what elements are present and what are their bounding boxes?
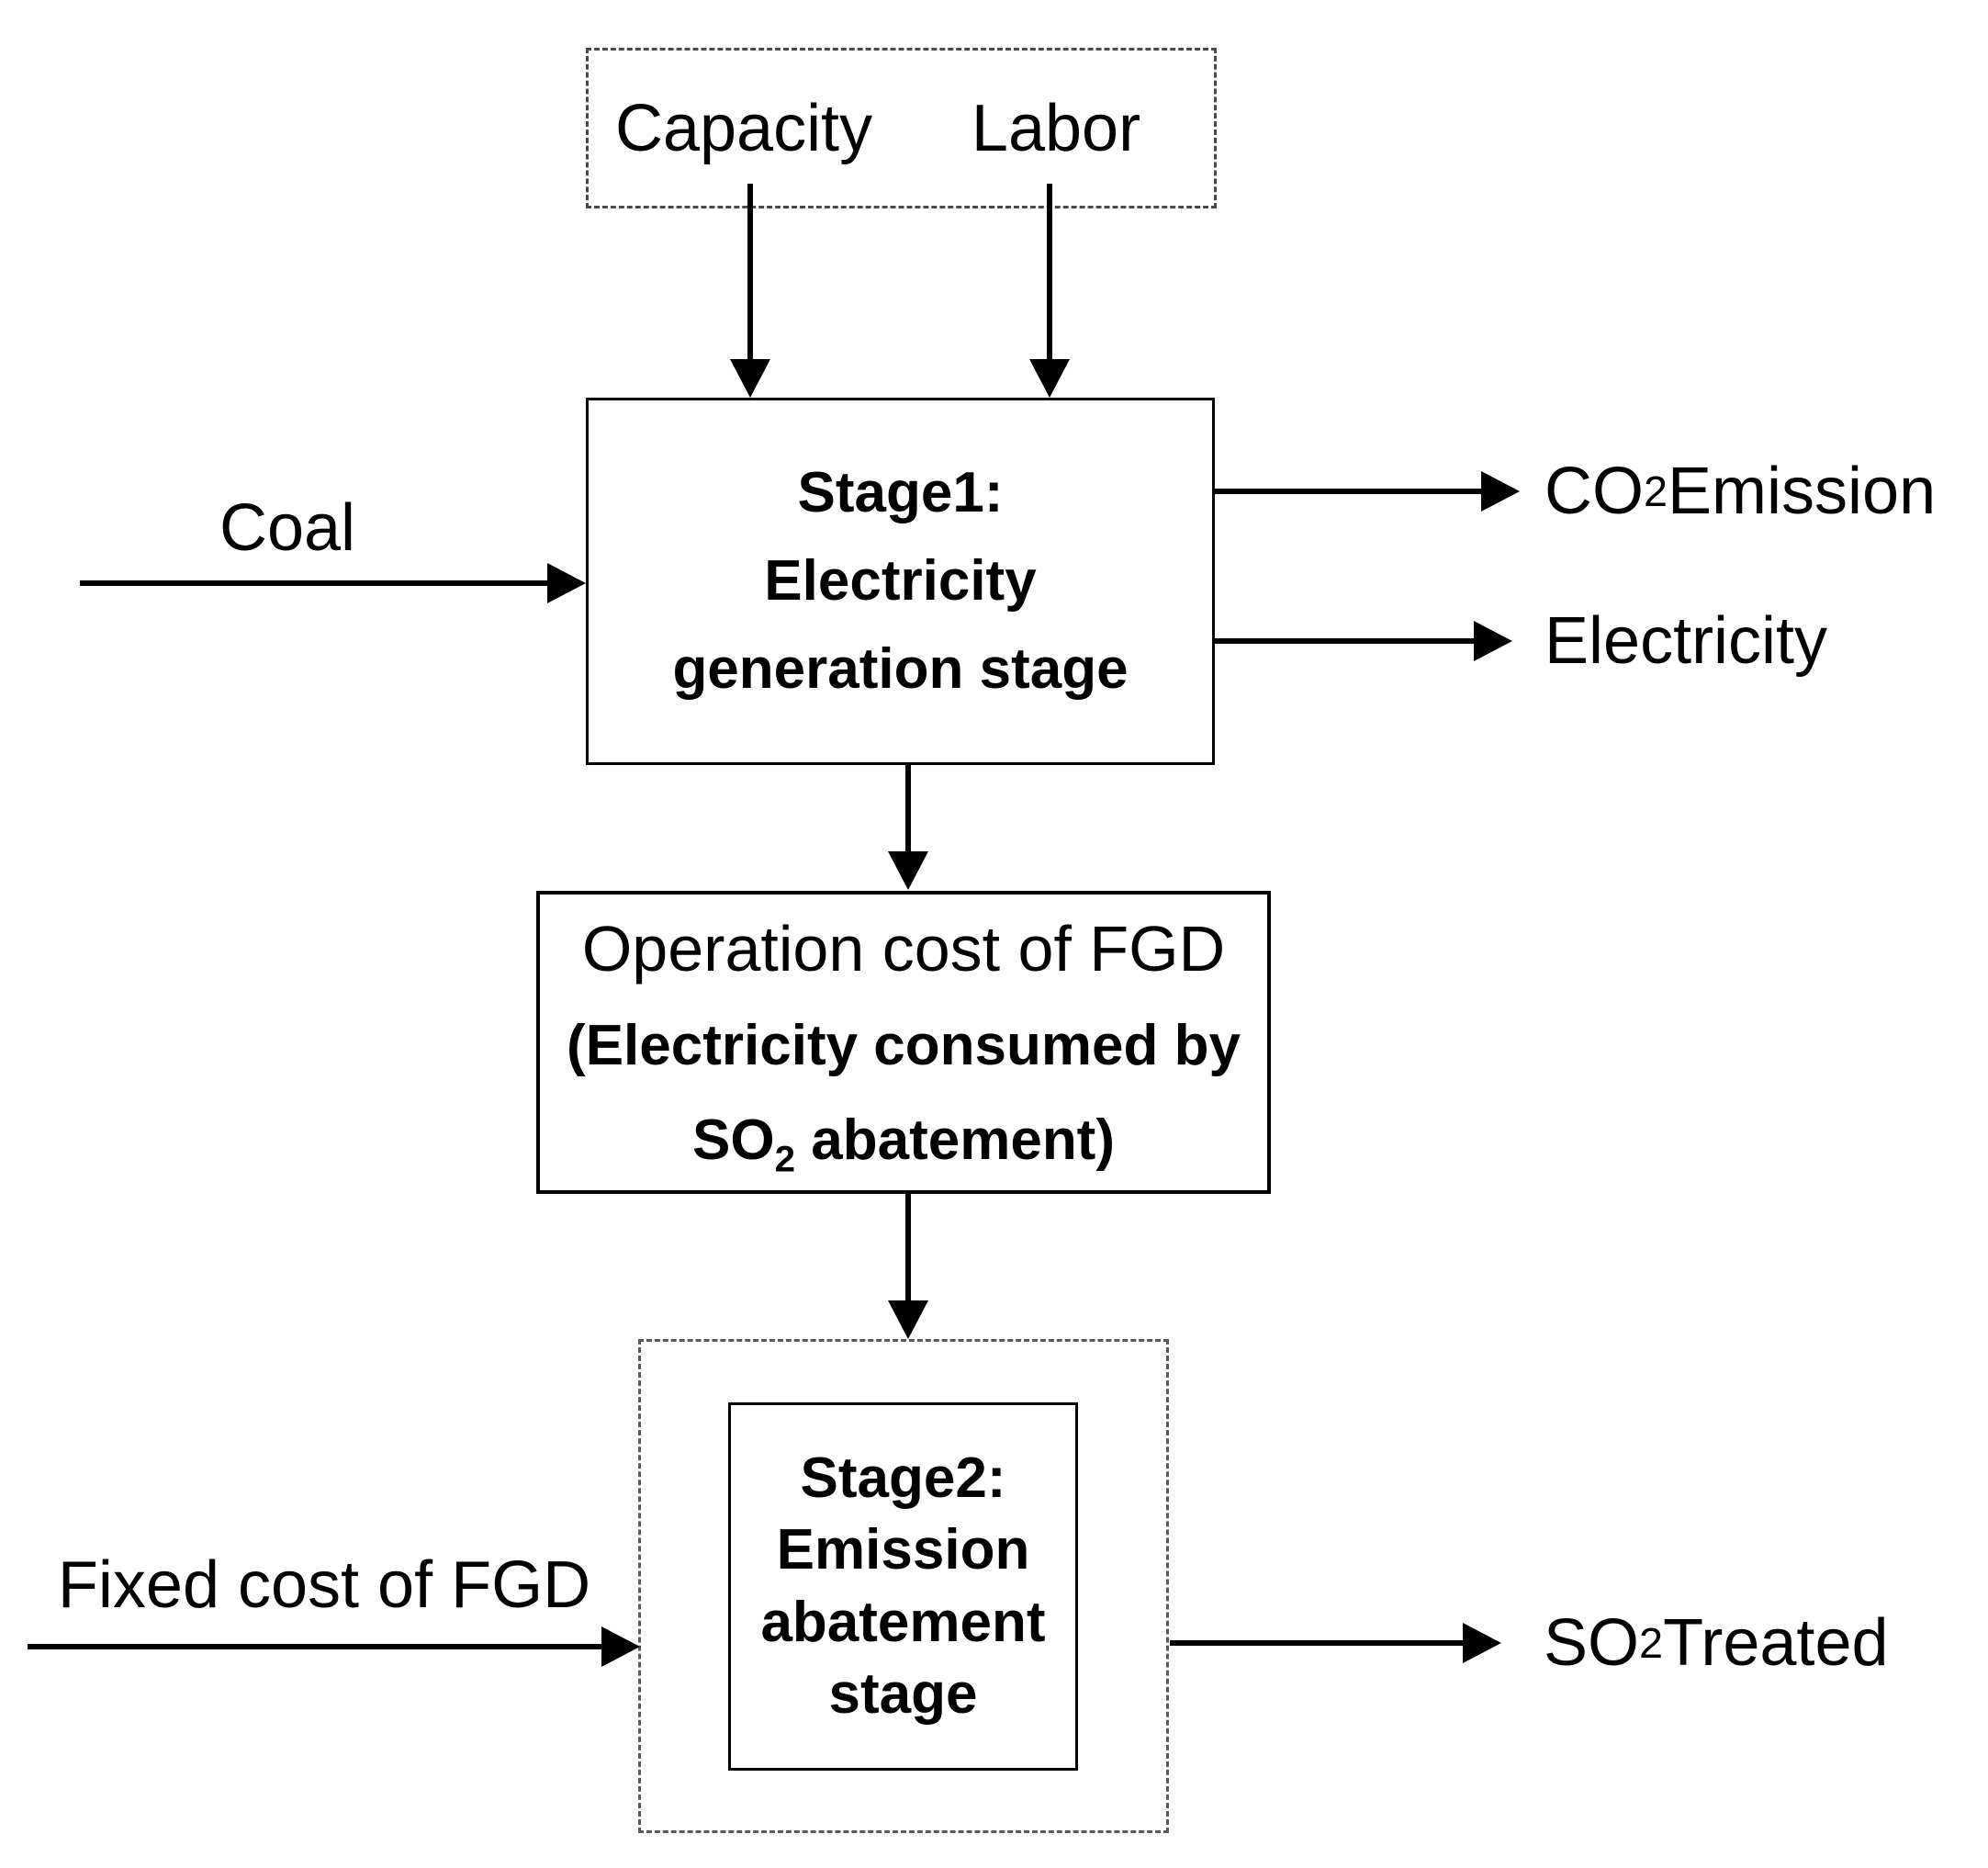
labor-label-text: Labor (971, 91, 1141, 165)
stage1-line-2: Electricity (764, 548, 1037, 613)
stage1-operation-line (905, 765, 911, 851)
labor-label: Labor (918, 48, 1194, 208)
capacity-label: Capacity (606, 48, 882, 208)
capacity-arrow-line (747, 184, 753, 361)
so2-treated-label-post: Treated (1663, 1606, 1889, 1680)
operation-cost-line-3-pre: SO (692, 1108, 775, 1172)
arrow-head-right-icon (1481, 471, 1520, 512)
operation-cost-line-2: (Electricity consumed by (567, 1014, 1241, 1077)
stage1-box: Stage1: Electricity generation stage (586, 398, 1215, 765)
fixed-cost-label-text: Fixed cost of FGD (57, 1547, 591, 1622)
fixed-cost-label: Fixed cost of FGD (56, 1541, 592, 1628)
operation-cost-box: Operation cost of FGD (Electricity consu… (536, 891, 1271, 1194)
operation-stage2-line (905, 1194, 911, 1300)
capacity-label-text: Capacity (614, 91, 873, 165)
operation-cost-line-3: SO2 abatement) (692, 1108, 1115, 1177)
stage1-line-1: Stage1: (797, 460, 1004, 524)
arrow-head-right-icon (1474, 621, 1512, 661)
electricity-arrow-line (1215, 638, 1474, 644)
stage2-line-2: Emission (776, 1518, 1030, 1582)
co2-emission-label-pre: CO (1544, 455, 1644, 528)
inputs-box (586, 48, 1217, 208)
coal-arrow-line (80, 580, 549, 586)
operation-cost-line-3-sub: 2 (774, 1138, 796, 1180)
arrow-head-right-icon (1463, 1623, 1501, 1663)
operation-cost-line-1: Operation cost of FGD (581, 913, 1226, 985)
stage2-line-3: abatement (760, 1590, 1046, 1654)
coal-label: Coal (104, 478, 471, 579)
stage2-line-1: Stage2: (800, 1446, 1006, 1511)
arrow-head-right-icon (601, 1626, 640, 1667)
arrow-head-down-icon (1029, 359, 1070, 398)
stage1-line-3: generation stage (672, 637, 1129, 702)
co2-arrow-line (1215, 489, 1481, 494)
co2-emission-label-post: Emission (1668, 455, 1937, 528)
stage2-box: Stage2: Emission abatement stage (728, 1402, 1078, 1771)
arrow-head-down-icon (888, 1300, 928, 1339)
coal-label-text: Coal (219, 491, 356, 565)
stage2-line-4: stage (828, 1661, 978, 1726)
electricity-label: Electricity (1544, 595, 1827, 687)
fixed-cost-arrow-line (28, 1644, 601, 1649)
arrow-head-down-icon (888, 851, 928, 890)
arrow-head-down-icon (730, 359, 770, 398)
labor-arrow-line (1047, 184, 1052, 361)
electricity-label-text: Electricity (1544, 604, 1828, 678)
so2-arrow-line (1170, 1640, 1463, 1646)
operation-cost-line-3-post: abatement) (795, 1108, 1115, 1172)
so2-treated-label-pre: SO (1544, 1606, 1640, 1680)
arrow-head-right-icon (547, 563, 586, 603)
